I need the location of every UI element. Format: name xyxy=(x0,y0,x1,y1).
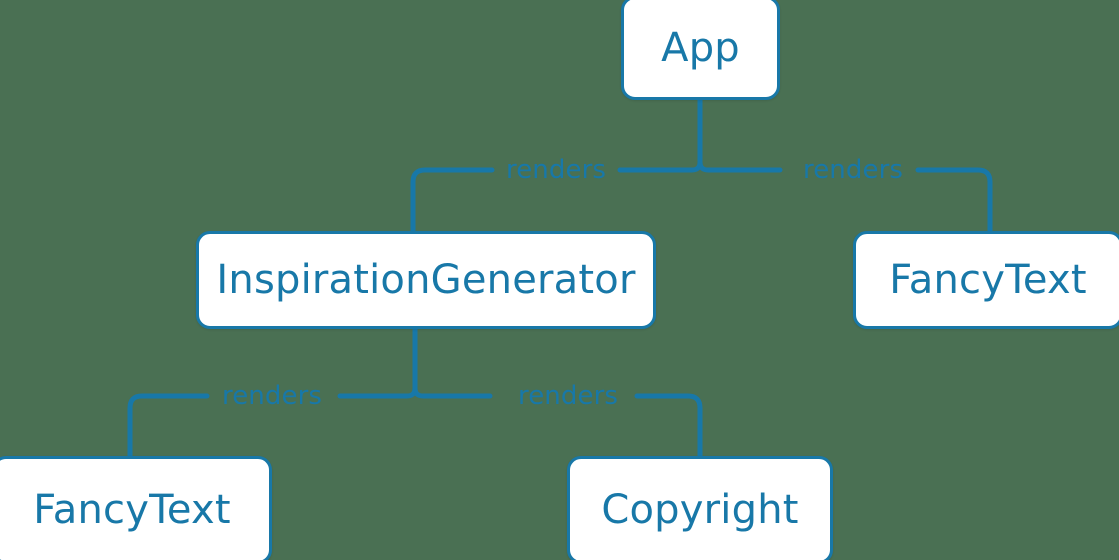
node-fancytext-right-label: FancyText xyxy=(889,257,1087,303)
node-app-label: App xyxy=(661,25,740,71)
edge-label-app-fancytext: renders xyxy=(802,155,904,185)
node-copyright[interactable]: Copyright xyxy=(567,456,833,560)
node-fancytext-bottom-label: FancyText xyxy=(33,487,231,533)
edge-label-inspiration-copyright: renders xyxy=(517,381,619,411)
node-fancytext-right[interactable]: FancyText xyxy=(853,231,1119,329)
node-inspiration-generator-label: InspirationGenerator xyxy=(216,257,636,303)
node-app[interactable]: App xyxy=(621,0,780,100)
edge-label-inspiration-fancytext: renders xyxy=(221,381,323,411)
edge-label-app-inspiration: renders xyxy=(505,155,607,185)
node-fancytext-bottom[interactable]: FancyText xyxy=(0,456,272,560)
node-copyright-label: Copyright xyxy=(601,487,799,533)
node-inspiration-generator[interactable]: InspirationGenerator xyxy=(196,231,656,329)
